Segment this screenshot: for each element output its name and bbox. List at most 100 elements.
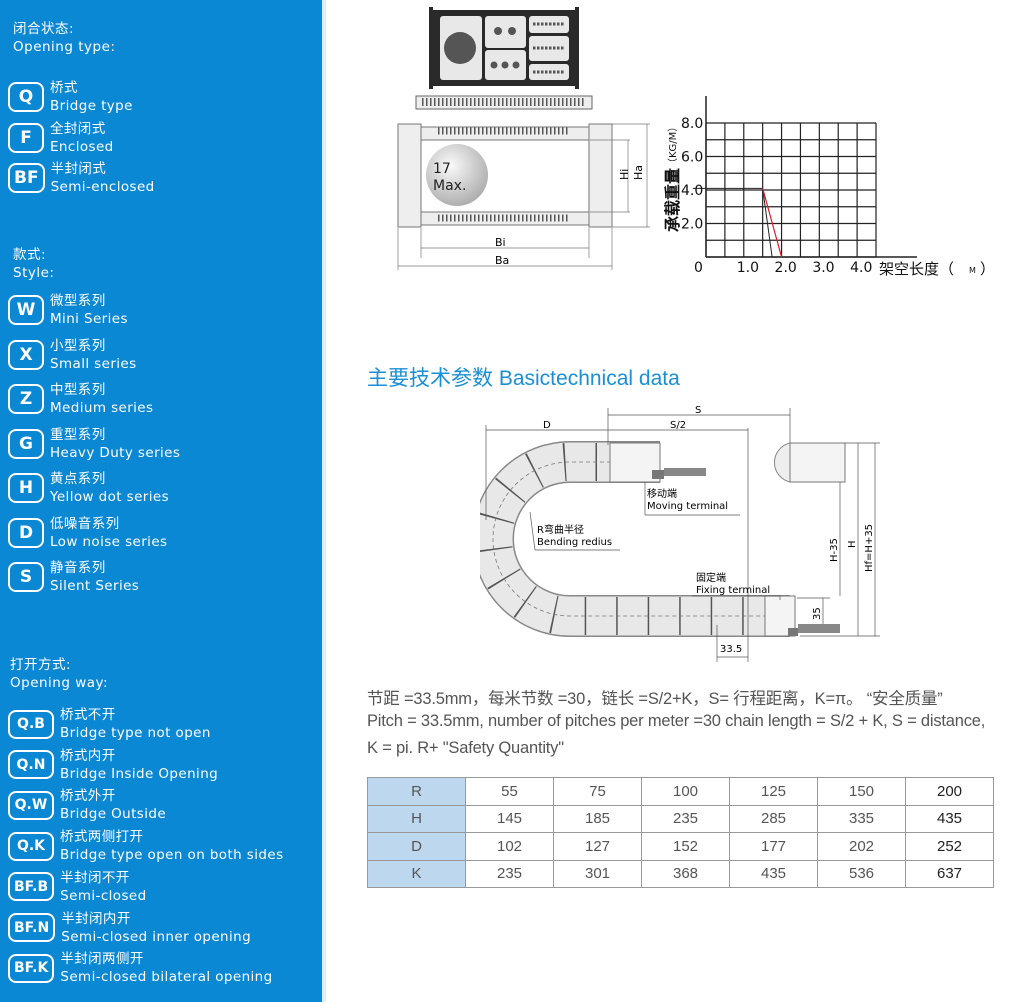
sidebar-item-z[interactable]: Z 中型系列 Medium series xyxy=(8,381,153,417)
item-zh: 低噪音系列 xyxy=(50,515,120,532)
bending-radius-en: Bending redius xyxy=(537,537,612,548)
table-cell: 55 xyxy=(465,777,554,806)
item-zh: 桥式不开 xyxy=(60,707,116,723)
item-zh: 中型系列 xyxy=(50,382,106,398)
code-badge: Z xyxy=(8,384,44,414)
item-en: Semi-closed inner opening xyxy=(61,928,252,945)
section-title: 主要技术参数 Basictechnical data xyxy=(367,367,680,390)
item-zh: 微型系列 xyxy=(50,293,106,309)
table-cell: 127 xyxy=(553,832,642,861)
hi-label: Hi xyxy=(618,169,631,180)
table-cell: 637 xyxy=(905,859,994,888)
table-cell: 536 xyxy=(817,859,906,888)
y-tick-label: 4.0 xyxy=(681,183,703,199)
x-tick-label: 4.0 xyxy=(850,260,872,276)
opening-type-heading: 闭合状态:Opening type: xyxy=(13,21,116,55)
x-axis-unit: M xyxy=(969,266,976,275)
description-line-3: K = pi. R+ "Safety Quantity" xyxy=(367,739,564,757)
pitch-label: 33.5 xyxy=(720,644,742,655)
table-cell: 235 xyxy=(465,859,554,888)
hf-label: Hf=H+35 xyxy=(864,524,875,572)
item-en: Low noise series xyxy=(50,533,168,550)
h-label: H xyxy=(847,540,858,548)
table-cell: 301 xyxy=(553,859,642,888)
item-en: Bridge Inside Opening xyxy=(60,765,219,782)
item-zh: 小型系列 xyxy=(50,337,106,354)
code-badge: Q.K xyxy=(8,831,54,861)
fixing-terminal-zh: 固定端 xyxy=(696,571,726,584)
bi-label: Bi xyxy=(495,236,506,249)
moving-terminal-zh: 移动端 xyxy=(647,487,677,500)
item-zh: 重型系列 xyxy=(50,426,106,443)
item-en: Enclosed xyxy=(50,138,114,155)
item-en: Silent Series xyxy=(50,578,140,594)
item-en: Mini Series xyxy=(50,311,128,327)
table-cell: 200 xyxy=(905,777,994,806)
s-label: S xyxy=(695,405,701,416)
item-zh: 全封闭式 xyxy=(50,120,106,137)
ba-label: Ba xyxy=(495,254,509,267)
table-cell: 368 xyxy=(641,859,730,888)
code-badge: BF.N xyxy=(8,913,56,942)
y-tick-label: 8.0 xyxy=(681,116,703,132)
sidebar-item-s[interactable]: S 静音系列 Silent Series xyxy=(8,559,139,595)
moving-terminal-en: Moving terminal xyxy=(647,501,728,512)
table-cell: 145 xyxy=(465,804,554,833)
x-axis-label: 架空长度（ xyxy=(879,260,954,278)
y-axis-label: 承载重量 xyxy=(663,168,682,232)
sidebar-edge xyxy=(322,0,326,1002)
code-badge: S xyxy=(8,562,44,592)
red-load-line xyxy=(762,188,783,258)
table-cell: 235 xyxy=(641,804,730,833)
x-tick-label: 3.0 xyxy=(812,260,834,276)
y-tick-label: 2.0 xyxy=(681,217,703,233)
description-line-2: Pitch = 33.5mm, number of pitches per me… xyxy=(367,712,986,730)
table-cell: 177 xyxy=(729,832,818,861)
table-cell: 252 xyxy=(905,832,994,861)
table-cell: 75 xyxy=(553,777,642,806)
item-en: Semi-enclosed xyxy=(50,179,155,195)
item-en: Heavy Duty series xyxy=(50,444,181,461)
code-badge: Q.N xyxy=(8,750,54,780)
item-zh: 半封闭式 xyxy=(50,161,107,177)
h35-label: H-35 xyxy=(829,538,840,562)
bending-radius-zh: R弯曲半径 xyxy=(537,523,584,536)
ball-size: 17 xyxy=(433,161,451,177)
table-cell: 435 xyxy=(729,859,818,888)
table-cell: 435 xyxy=(905,804,994,833)
item-zh: 静音系列 xyxy=(50,560,106,576)
code-badge: G xyxy=(8,428,44,459)
code-badge: D xyxy=(8,517,44,548)
x-tick-label: 1.0 xyxy=(737,260,759,276)
code-badge: BF.B xyxy=(8,872,55,902)
item-en: Medium series xyxy=(50,400,154,416)
dim-35-label: 35 xyxy=(812,607,823,620)
ha-label: Ha xyxy=(632,165,645,180)
x-tick-label: 2.0 xyxy=(775,260,797,276)
code-badge: X xyxy=(8,339,44,370)
code-badge: Q.B xyxy=(8,709,54,739)
y-tick-label: 6.0 xyxy=(681,150,703,166)
origin-label: 0 xyxy=(694,260,703,276)
code-badge: F xyxy=(8,122,44,153)
